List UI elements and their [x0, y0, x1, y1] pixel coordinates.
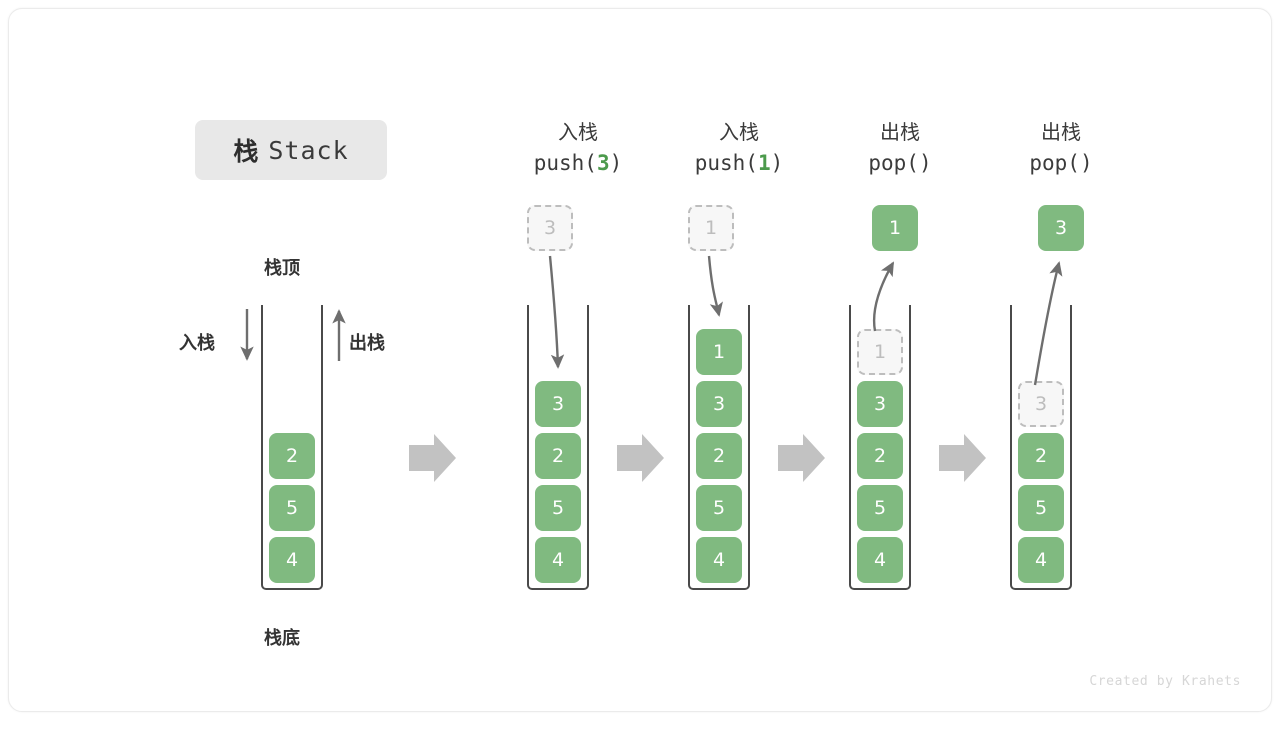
stack-container-initial: [261, 305, 323, 590]
title-badge: 栈 Stack: [195, 120, 387, 180]
code-argument: 1: [757, 151, 771, 175]
code-prefix: push(: [694, 151, 758, 175]
ghost-slot: 1: [857, 329, 903, 375]
stack-cell: 4: [696, 537, 742, 583]
popped-element-3: 3: [1038, 205, 1084, 251]
header-code: push(1): [654, 147, 824, 179]
title-chinese: 栈: [233, 137, 259, 166]
push-direction-label: 入栈: [179, 333, 215, 354]
popped-element-1: 1: [872, 205, 918, 251]
header-code: push(3): [493, 147, 663, 179]
stack-container-pop-1: [849, 305, 911, 590]
stack-cell: 5: [696, 485, 742, 531]
code-suffix: ): [770, 151, 784, 175]
stack-cell: 3: [535, 381, 581, 427]
stack-container-push-1: [688, 305, 750, 590]
transition-arrow-4: [939, 434, 986, 482]
header-chinese: 入栈: [558, 120, 598, 144]
code-prefix: pop(: [1029, 151, 1080, 175]
column-header-pop-1: 出栈 pop(): [815, 117, 985, 179]
transition-arrow-2: [617, 434, 664, 482]
stack-cell: 1: [696, 329, 742, 375]
stack-cell: 5: [269, 485, 315, 531]
stack-cell: 2: [269, 433, 315, 479]
stack-cell: 4: [1018, 537, 1064, 583]
watermark: Created by Krahets: [1089, 674, 1241, 689]
floating-element-push-3: 3: [527, 205, 573, 251]
header-chinese: 出栈: [1041, 120, 1081, 144]
floating-element-push-1: 1: [688, 205, 734, 251]
stack-container-pop-2: [1010, 305, 1072, 590]
column-header-pop-2: 出栈 pop(): [976, 117, 1146, 179]
code-suffix: ): [1079, 151, 1093, 175]
stack-cell: 3: [857, 381, 903, 427]
pop-direction-label: 出栈: [349, 333, 385, 354]
ghost-slot: 3: [1018, 381, 1064, 427]
code-prefix: push(: [533, 151, 597, 175]
code-suffix: ): [609, 151, 623, 175]
diagram-stage: 栈 Stack 栈顶 栈底 入栈 出栈 入栈 push(3) 入栈 push(1…: [9, 9, 1271, 711]
header-chinese: 入栈: [719, 120, 759, 144]
stack-cell: 4: [269, 537, 315, 583]
stack-cell: 5: [857, 485, 903, 531]
stack-cell: 5: [1018, 485, 1064, 531]
stack-cell: 3: [696, 381, 742, 427]
title-english: Stack: [268, 135, 349, 165]
header-code: pop(): [976, 147, 1146, 179]
code-suffix: ): [918, 151, 932, 175]
stack-cell: 4: [857, 537, 903, 583]
stack-bottom-label: 栈底: [264, 628, 300, 649]
stack-cell: 5: [535, 485, 581, 531]
stack-cell: 2: [535, 433, 581, 479]
column-header-push-1: 入栈 push(1): [654, 117, 824, 179]
code-argument: 3: [596, 151, 610, 175]
diagram-card: 栈 Stack 栈顶 栈底 入栈 出栈 入栈 push(3) 入栈 push(1…: [8, 8, 1272, 712]
stack-cell: 2: [696, 433, 742, 479]
stack-cell: 2: [857, 433, 903, 479]
header-chinese: 出栈: [880, 120, 920, 144]
column-header-push-3: 入栈 push(3): [493, 117, 663, 179]
code-prefix: pop(: [868, 151, 919, 175]
transition-arrow-1: [409, 434, 456, 482]
header-code: pop(): [815, 147, 985, 179]
stack-top-label: 栈顶: [264, 258, 300, 279]
stack-cell: 4: [535, 537, 581, 583]
transition-arrow-3: [778, 434, 825, 482]
stack-cell: 2: [1018, 433, 1064, 479]
stack-container-push-3: [527, 305, 589, 590]
